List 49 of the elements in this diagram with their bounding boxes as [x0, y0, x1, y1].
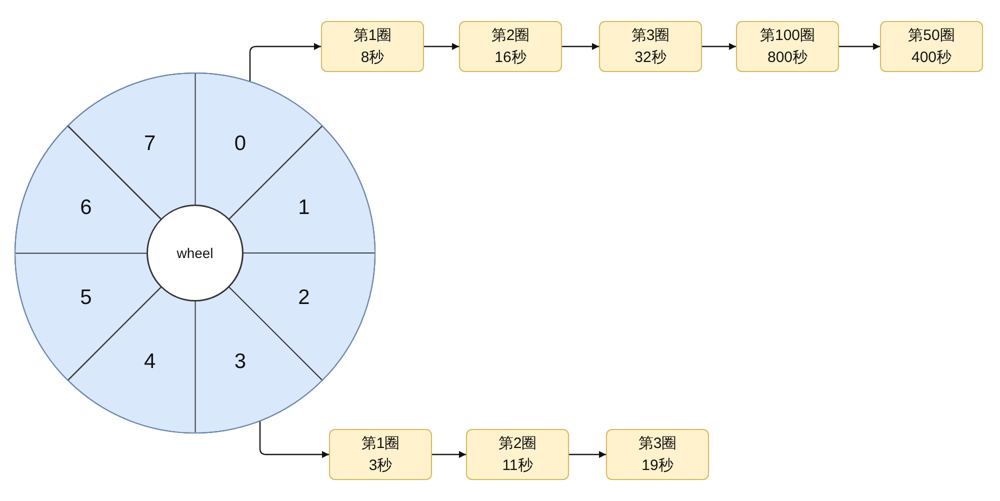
- list-node-box: [329, 429, 432, 480]
- wheel-sector: [195, 286, 322, 433]
- wheel-sector: [68, 286, 195, 433]
- slot-number: 7: [144, 132, 156, 156]
- round-label: 第2圈: [498, 434, 537, 452]
- round-label: 第3圈: [631, 26, 670, 44]
- wheel-sector: [15, 126, 162, 253]
- time-label: 400秒: [911, 48, 952, 66]
- time-label: 32秒: [634, 48, 666, 66]
- time-label: 16秒: [494, 48, 526, 66]
- slot-number: 4: [144, 350, 156, 374]
- round-label: 第1圈: [353, 26, 392, 44]
- arrow: [249, 43, 321, 82]
- round-label: 第50圈: [908, 26, 955, 44]
- slot-number: 1: [298, 196, 310, 220]
- slot-number: 3: [234, 350, 246, 374]
- wheel-sector: [15, 253, 162, 380]
- time-label: 8秒: [360, 48, 384, 66]
- round-label: 第100圈: [760, 26, 816, 44]
- wheel-sector: [228, 126, 375, 253]
- wheel-sector: [68, 73, 195, 220]
- arrow: [839, 43, 880, 50]
- slot-number: 5: [80, 286, 92, 310]
- arrow: [702, 43, 736, 50]
- list-node-box: [466, 429, 569, 480]
- time-label: 3秒: [368, 456, 392, 474]
- list-node-box: [459, 21, 562, 72]
- list-node-box: [321, 21, 424, 72]
- arrow: [424, 43, 459, 50]
- arrow: [259, 420, 329, 458]
- list-node-box: [606, 429, 709, 480]
- round-label: 第3圈: [638, 434, 677, 452]
- arrow: [569, 451, 606, 458]
- time-label: 11秒: [502, 456, 533, 474]
- slot-number: 0: [234, 132, 246, 156]
- time-label: 800秒: [767, 48, 808, 66]
- list-node-box: [736, 21, 839, 72]
- arrow: [562, 43, 599, 50]
- hub-label: wheel: [176, 245, 214, 261]
- wheel-sector: [195, 73, 322, 220]
- list-node-box: [599, 21, 702, 72]
- slot-number: 6: [80, 196, 92, 220]
- wheel-sector: [228, 253, 375, 380]
- time-label: 19秒: [642, 456, 674, 474]
- round-label: 第1圈: [361, 434, 400, 452]
- slot-number: 2: [298, 286, 310, 310]
- arrow: [432, 451, 466, 458]
- round-label: 第2圈: [491, 26, 530, 44]
- list-node-box: [880, 21, 983, 72]
